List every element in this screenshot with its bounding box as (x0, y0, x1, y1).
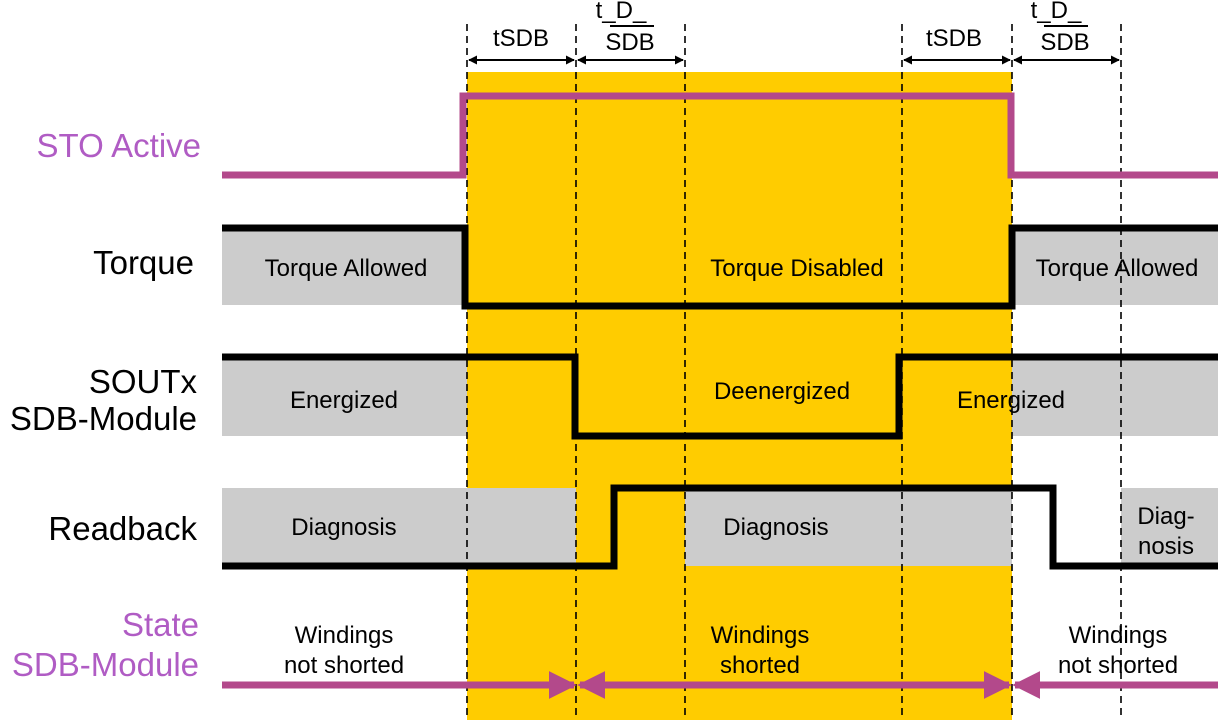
state-region-left-text-line1: Windings (295, 622, 394, 649)
soutx-label-line2: SDB-Module (10, 400, 197, 437)
soutx-region-left (222, 358, 467, 436)
sto-active-label: STO Active (37, 127, 201, 164)
sto-active-zone (467, 72, 1012, 720)
timing-label-t4-line2: SDB (1040, 29, 1089, 56)
state-region-right-text-line2: not shorted (1058, 652, 1178, 679)
state-region-left-text-line2: not shorted (284, 652, 404, 679)
readback-waveform (222, 484, 1218, 570)
readback-region-left-text: Diagnosis (291, 514, 396, 541)
readback-region-mid-text: Diagnosis (723, 514, 828, 541)
timing-label-t3: tSDB (926, 25, 982, 52)
state-region-mid-text-line1: Windings (711, 622, 810, 649)
readback-region-right-text-line2: nosis (1138, 533, 1194, 560)
soutx-waveform (222, 353, 1218, 440)
readback-region-mid (685, 488, 1012, 566)
state-label-line1: State (122, 606, 199, 643)
soutx-region-right-text: Energized (957, 387, 1065, 414)
sto-active-waveform (222, 92, 1218, 179)
torque-region-mid-text: Torque Disabled (710, 255, 883, 282)
timing-label-t2-line2: SDB (605, 29, 654, 56)
readback-region-right (1121, 488, 1218, 566)
timing-label-t2-line1: t_D_ (596, 0, 647, 24)
torque-label: Torque (93, 244, 194, 281)
readback-region-right-text-line1: Diag- (1137, 503, 1194, 530)
state-region-right-text-line1: Windings (1069, 622, 1168, 649)
torque-waveform (222, 224, 1218, 310)
soutx-region-mid-text: Deenergized (714, 378, 850, 405)
timing-label-t4-line1: t_D_ (1031, 0, 1082, 24)
soutx-label-line1: SOUTx (89, 363, 198, 400)
torque-region-right-text: Torque Allowed (1036, 255, 1199, 282)
torque-region-left-text: Torque Allowed (265, 255, 428, 282)
timing-label-t1: tSDB (493, 25, 549, 52)
readback-label: Readback (48, 510, 197, 547)
state-region-mid-text-line2: shorted (720, 652, 800, 679)
readback-region-left (222, 488, 576, 566)
soutx-region-left-text: Energized (290, 387, 398, 414)
soutx-region-right (1012, 358, 1218, 436)
torque-region-right (1012, 229, 1218, 305)
torque-region-left (222, 229, 467, 305)
state-label-line2: SDB-Module (12, 646, 199, 683)
